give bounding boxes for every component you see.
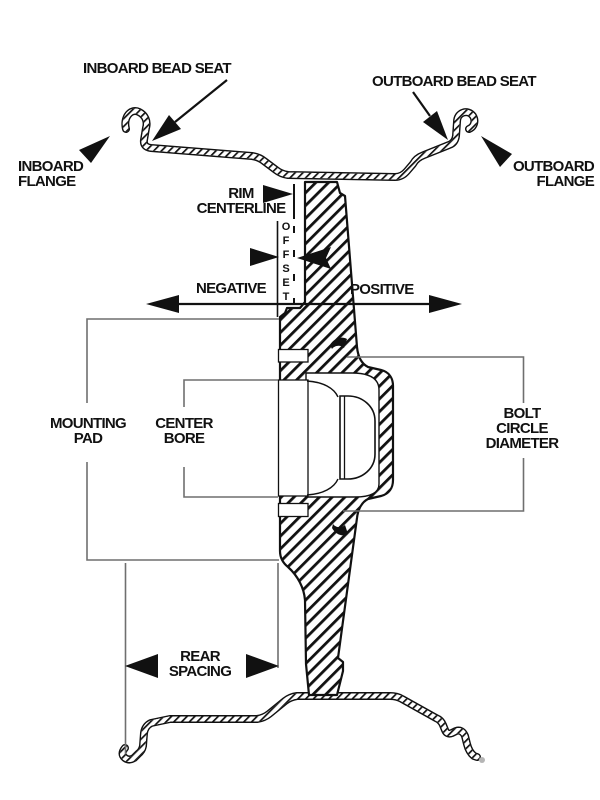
bottom-rim-profile xyxy=(118,692,485,764)
outboard-bead-seat-leader xyxy=(412,91,431,117)
label-center-bore-line2: BORE xyxy=(163,430,205,447)
negative-arrowhead xyxy=(146,295,179,313)
hub-notch-top xyxy=(330,337,347,349)
label-rear-spacing-line1: REAR xyxy=(180,648,220,665)
scan-fleck xyxy=(479,757,485,763)
hub-notch-bottom xyxy=(332,524,348,536)
outboard-flange-arrowhead xyxy=(481,136,512,167)
center-bore-bracket-top xyxy=(183,379,278,407)
center-bore-bracket-bottom xyxy=(183,467,278,498)
bolt-hole-bottom xyxy=(277,502,309,518)
label-outboard-flange-line2: FLANGE xyxy=(536,173,595,190)
rear-spacing-dimension xyxy=(125,654,279,678)
center-bore-bracket xyxy=(183,379,278,498)
rim-centerline xyxy=(263,184,295,305)
offset-arrows xyxy=(250,247,331,269)
label-rim-centerline-line2: CENTERLINE xyxy=(196,200,287,217)
bore-wall-upper xyxy=(306,380,339,398)
label-inboard-flange-line1: INBOARD xyxy=(18,158,84,175)
outboard-bead-seat-arrowhead xyxy=(423,111,448,140)
label-rim-centerline: RIM CENTERLINE xyxy=(190,186,292,216)
offset-arrow-right xyxy=(297,247,331,269)
label-inboard-flange: INBOARD FLANGE xyxy=(18,158,84,190)
bolt-circle-bracket-top xyxy=(347,356,525,403)
label-bolt-circle-diameter: BOLT CIRCLE DIAMETER xyxy=(476,406,568,451)
rear-spacing-arrowhead-left xyxy=(125,654,158,678)
inboard-bead-seat-leader xyxy=(174,79,228,123)
bolt-circle-bracket-bottom xyxy=(343,458,525,512)
label-center-bore-line1: CENTER xyxy=(155,415,213,432)
mounting-pad-bracket xyxy=(86,318,279,561)
spoke-hub-section xyxy=(277,180,395,697)
top-rim-wall-hatch xyxy=(122,108,477,180)
label-bolt-circle-diameter-line3: DIAMETER xyxy=(485,435,559,452)
bottom-rim-wall-fill xyxy=(120,693,480,762)
negative-positive-axis xyxy=(146,295,462,313)
label-offset: OFFSET xyxy=(280,221,292,305)
top-rim-profile xyxy=(121,107,479,181)
label-inboard-flange-line2: FLANGE xyxy=(18,173,76,190)
label-rim-centerline-line1: RIM xyxy=(228,185,254,202)
label-positive: POSITIVE xyxy=(350,281,414,298)
bolt-hole-top xyxy=(277,348,309,363)
outboard-bead-seat-arrow xyxy=(412,91,448,140)
bore-wall-lower xyxy=(306,478,339,496)
bolt-circle-bracket xyxy=(343,356,525,512)
bottom-rim-wall-hatch xyxy=(120,693,480,762)
label-negative: NEGATIVE xyxy=(196,280,267,297)
offset-arrow-left xyxy=(250,248,279,266)
label-outboard-flange-line1: OUTBOARD xyxy=(512,158,595,175)
inboard-bead-seat-arrowhead xyxy=(152,115,181,141)
inboard-bead-seat-arrow xyxy=(152,79,228,141)
rear-spacing-extension-lines xyxy=(124,563,279,754)
label-outboard-flange: OUTBOARD FLANGE xyxy=(498,158,595,190)
label-mounting-pad: MOUNTING PAD xyxy=(38,416,138,446)
label-center-bore: CENTER BORE xyxy=(146,416,222,446)
label-outboard-bead-seat: OUTBOARD BEAD SEAT xyxy=(372,73,536,90)
label-bolt-circle-diameter-line2: CIRCLE xyxy=(496,420,548,437)
label-bolt-circle-diameter-line1: BOLT xyxy=(503,405,542,422)
label-rear-spacing-line2: SPACING xyxy=(168,663,232,680)
label-inboard-bead-seat: INBOARD BEAD SEAT xyxy=(83,60,232,77)
inboard-flange-arrowhead xyxy=(79,136,110,163)
mounting-pad-bracket-top xyxy=(86,318,279,403)
label-rear-spacing: REAR SPACING xyxy=(156,649,244,679)
label-mounting-pad-line2: PAD xyxy=(73,430,103,447)
positive-arrowhead xyxy=(429,295,462,313)
center-bore-dome xyxy=(339,395,376,480)
rear-spacing-arrowhead-right xyxy=(246,654,279,678)
bottom-rim-outline xyxy=(118,692,481,764)
label-mounting-pad-line1: MOUNTING xyxy=(49,415,127,432)
center-bore-opening xyxy=(277,379,309,497)
rim-centerline-arrowhead xyxy=(263,185,293,203)
mounting-pad-bracket-bottom xyxy=(86,462,279,561)
